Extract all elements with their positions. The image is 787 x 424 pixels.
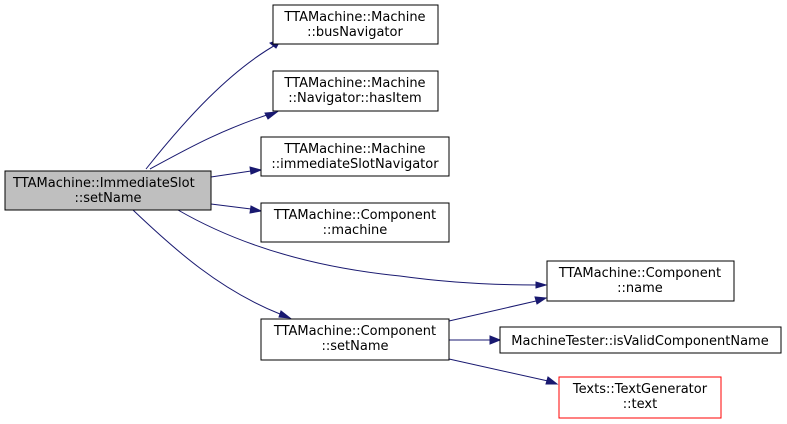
node-box xyxy=(272,70,439,112)
node-setname-root[interactable]: TTAMachine::ImmediateSlot ::setName xyxy=(4,170,212,211)
node-label-line2: ::text xyxy=(623,397,657,412)
edge-setname-to-busnavigator xyxy=(145,42,280,170)
node-is-valid-component-name[interactable]: MachineTester::isValidComponentName xyxy=(499,326,782,354)
edge-componentsetname-to-name xyxy=(448,300,537,322)
node-label-line1: TTAMachine::Machine xyxy=(283,76,425,91)
node-box xyxy=(558,376,722,419)
node-box xyxy=(260,136,450,177)
node-label-line1: Texts::TextGenerator xyxy=(572,382,708,397)
node-label-line2: ::name xyxy=(617,281,663,296)
edge-setname-to-componentsetname xyxy=(132,209,281,315)
arrowhead-componentsetname xyxy=(278,310,292,319)
edges xyxy=(132,38,559,385)
node-immediate-slot-navigator[interactable]: TTAMachine::Machine ::immediateSlotNavig… xyxy=(260,136,450,177)
node-label-line2: ::setName xyxy=(322,339,389,354)
node-component-name[interactable]: TTAMachine::Component ::name xyxy=(546,260,735,302)
node-box xyxy=(546,260,735,302)
node-label-line2: ::busNavigator xyxy=(307,25,403,40)
node-label-line1: TTAMachine::Machine xyxy=(283,10,425,25)
node-label-line1: MachineTester::isValidComponentName xyxy=(511,334,768,349)
edge-setname-to-immediateslotnavigator xyxy=(210,170,252,178)
node-box xyxy=(260,318,450,361)
node-label-line2: ::immediateSlotNavigator xyxy=(271,157,439,172)
edge-setname-to-name xyxy=(177,209,538,286)
arrowhead-text xyxy=(545,376,559,385)
arrowhead-name-from-root xyxy=(535,281,548,289)
node-label-line1: TTAMachine::Machine xyxy=(283,142,425,157)
node-label-line1: TTAMachine::Component xyxy=(273,208,436,223)
node-label-line2: ::setName xyxy=(75,191,142,206)
edge-setname-to-machine xyxy=(210,203,252,210)
node-box xyxy=(4,170,212,211)
node-label-line2: ::Navigator::hasItem xyxy=(288,91,421,106)
node-label-line1: TTAMachine::Component xyxy=(558,266,721,281)
node-box xyxy=(499,326,782,354)
node-component-machine[interactable]: TTAMachine::Component ::machine xyxy=(260,202,450,243)
node-component-setname[interactable]: TTAMachine::Component ::setName xyxy=(260,318,450,361)
node-label-line2: ::machine xyxy=(323,223,388,238)
node-navigator-hasitem[interactable]: TTAMachine::Machine ::Navigator::hasItem xyxy=(272,70,439,112)
arrowhead-immediateslotnavigator xyxy=(249,166,263,175)
arrowhead-isvalid xyxy=(489,335,502,345)
edge-componentsetname-to-text xyxy=(448,358,549,382)
arrowhead-hasitem xyxy=(264,111,279,120)
arrowhead-name-from-setname xyxy=(534,296,548,305)
node-label-line1: TTAMachine::ImmediateSlot xyxy=(12,176,195,191)
node-bus-navigator[interactable]: TTAMachine::Machine ::busNavigator xyxy=(272,4,439,45)
node-box xyxy=(260,202,450,243)
edge-setname-to-hasitem xyxy=(149,112,274,170)
arrowhead-machine xyxy=(249,205,263,214)
node-box xyxy=(272,4,439,45)
node-text-generator-text[interactable]: Texts::TextGenerator ::text xyxy=(558,376,722,419)
node-label-line1: TTAMachine::Component xyxy=(273,324,436,339)
